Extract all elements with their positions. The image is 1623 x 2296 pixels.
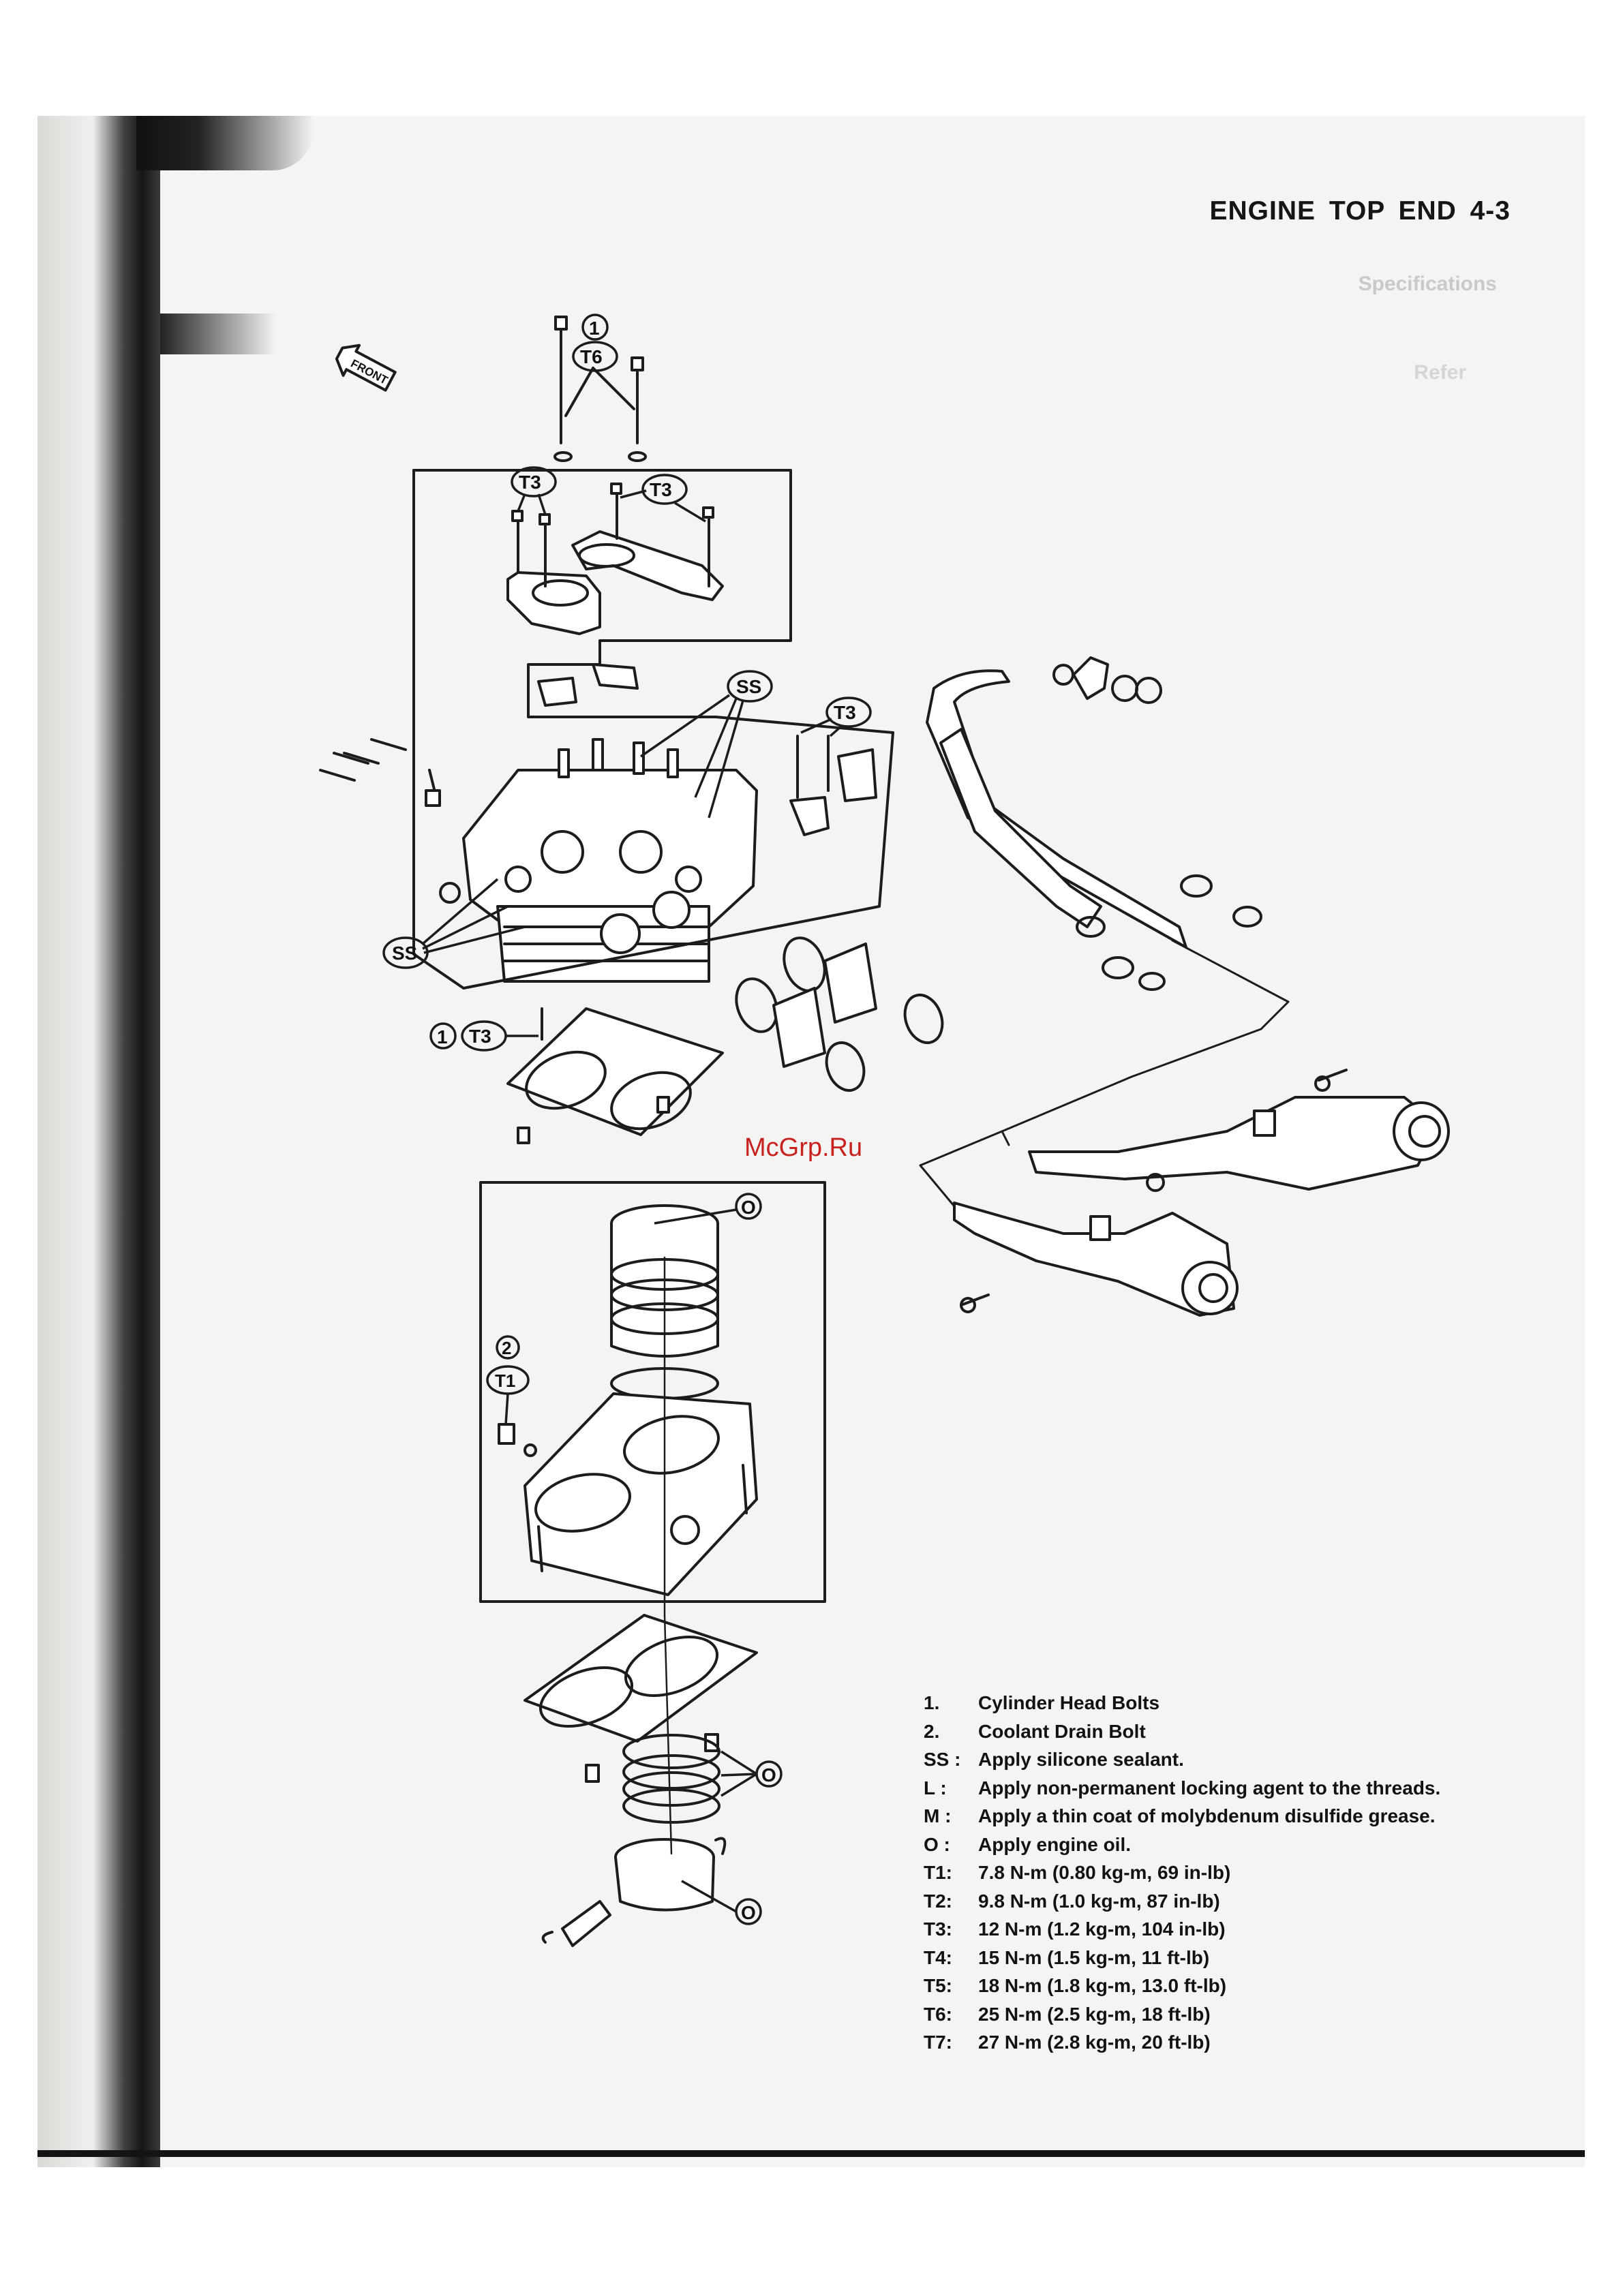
- camshaft-cap-right: [571, 483, 724, 601]
- callout-o-rings: O: [761, 1764, 776, 1786]
- legend-item: 1. Cylinder Head Bolts: [924, 1689, 1440, 1717]
- callout-ss-lower: SS: [392, 943, 417, 964]
- legend-key: T5:: [924, 1975, 952, 1996]
- spine-shadow-top: [136, 116, 314, 170]
- legend-text: 27 N-m (2.8 kg-m, 20 ft-lb): [978, 2032, 1211, 2053]
- legend-item: M : Apply a thin coat of molybdenum disul…: [924, 1802, 1440, 1831]
- page-bottom-edge: [37, 2150, 1585, 2157]
- cylinder-group-box: [479, 1181, 826, 1603]
- legend-text: 15 N-m (1.5 kg-m, 11 ft-lb): [978, 1946, 1210, 1968]
- callout-t1: T1: [495, 1371, 515, 1391]
- legend-text: Apply a thin coat of molybdenum disulfid…: [978, 1805, 1436, 1826]
- camshaft-cap-side: [789, 735, 877, 836]
- callout-o-cylinder: O: [741, 1197, 756, 1218]
- legend-item: T1: 7.8 N-m (0.80 kg-m, 69 in-lb): [924, 1858, 1440, 1887]
- bleed-through-text-1: Specifications: [1358, 273, 1497, 295]
- legend-item: T7: 27 N-m (2.8 kg-m, 20 ft-lb): [924, 2028, 1440, 2057]
- legend-key: T1:: [924, 1862, 952, 1883]
- legend-text: 25 N-m (2.5 kg-m, 18 ft-lb): [978, 2003, 1211, 2025]
- legend-item: SS : Apply silicone sealant.: [924, 1745, 1440, 1774]
- callout-t3-right: T3: [650, 479, 672, 500]
- callout-o-piston: O: [741, 1902, 756, 1923]
- muffler-upper: [1028, 1069, 1450, 1192]
- cylinder-head-bolts: [553, 316, 647, 462]
- legend: 1. Cylinder Head Bolts 2. Coolant Drain Bo…: [924, 1689, 1440, 2057]
- cylinder-head-gasket: [506, 1007, 724, 1144]
- legend-key: O :: [924, 1833, 950, 1855]
- legend-item: T3: 12 N-m (1.2 kg-m, 104 in-lb): [924, 1915, 1440, 1944]
- piston-rings: [622, 1734, 721, 1824]
- callout-ref-2: 2: [502, 1338, 511, 1358]
- legend-key: T6:: [924, 2003, 952, 2025]
- front-arrow-icon: FRONT: [335, 343, 397, 392]
- legend-key: M :: [924, 1805, 952, 1826]
- exhaust-flange: [1072, 656, 1162, 704]
- legend-key: T2:: [924, 1890, 952, 1912]
- callout-t3-gasket: T3: [469, 1026, 491, 1047]
- intake-holders: [735, 936, 944, 1092]
- callout-ref-1-top: 1: [589, 318, 600, 339]
- book-spine-shadow: [37, 116, 160, 2167]
- legend-item: 2. Coolant Drain Bolt: [924, 1717, 1440, 1746]
- legend-key: L :: [924, 1777, 947, 1798]
- legend-text: 12 N-m (1.2 kg-m, 104 in-lb): [978, 1918, 1226, 1940]
- cylinder-head: [462, 738, 758, 983]
- legend-key: T7:: [924, 2032, 952, 2053]
- legend-key: T4:: [924, 1946, 952, 1968]
- legend-key: T3:: [924, 1918, 952, 1940]
- legend-text: 9.8 N-m (1.0 kg-m, 87 in-lb): [978, 1890, 1220, 1912]
- watermark: McGrp.Ru: [744, 1133, 863, 1162]
- legend-key: 2.: [924, 1720, 940, 1742]
- callout-ref-1-gasket: 1: [437, 1026, 448, 1047]
- callout-t6: T6: [580, 346, 603, 367]
- cylinder-base-gasket: [524, 1614, 758, 1783]
- bleed-through-text-2: Refer: [1414, 361, 1466, 384]
- legend-text: Apply non-permanent locking agent to the…: [978, 1777, 1441, 1798]
- legend-item: T2: 9.8 N-m (1.0 kg-m, 87 in-lb): [924, 1887, 1440, 1916]
- legend-item: O : Apply engine oil.: [924, 1831, 1440, 1859]
- callout-t3-left: T3: [519, 472, 541, 493]
- cam-chain-guide: [537, 677, 577, 707]
- legend-text: Coolant Drain Bolt: [978, 1720, 1146, 1742]
- muffler-lower: [953, 1201, 1239, 1317]
- callout-ss-upper: SS: [736, 676, 761, 697]
- cam-cap-group-box: [412, 469, 792, 718]
- legend-key: 1.: [924, 1692, 940, 1713]
- legend-text: Apply engine oil.: [978, 1833, 1132, 1855]
- legend-item: T4: 15 N-m (1.5 kg-m, 11 ft-lb): [924, 1944, 1440, 1972]
- legend-item: L : Apply non-permanent locking agent to …: [924, 1774, 1440, 1803]
- piston: [541, 1837, 727, 1947]
- exhaust-studs: [319, 738, 407, 782]
- camshaft-cap-left: [506, 510, 601, 635]
- legend-text: Apply silicone sealant.: [978, 1749, 1184, 1770]
- page-header: ENGINE TOP END 4-3: [1209, 196, 1511, 226]
- exhaust-pipes: [926, 664, 1262, 991]
- legend-item: T6: 25 N-m (2.5 kg-m, 18 ft-lb): [924, 2000, 1440, 2029]
- spine-shadow-mid: [160, 313, 276, 354]
- legend-text: 7.8 N-m (0.80 kg-m, 69 in-lb): [978, 1862, 1231, 1883]
- callout-t3-side: T3: [834, 702, 856, 723]
- cylinder-block: [498, 1392, 758, 1596]
- legend-text: Cylinder Head Bolts: [978, 1692, 1160, 1713]
- legend-item: T5: 18 N-m (1.8 kg-m, 13.0 ft-lb): [924, 1972, 1440, 2000]
- legend-text: 18 N-m (1.8 kg-m, 13.0 ft-lb): [978, 1975, 1227, 1996]
- legend-key: SS :: [924, 1749, 961, 1770]
